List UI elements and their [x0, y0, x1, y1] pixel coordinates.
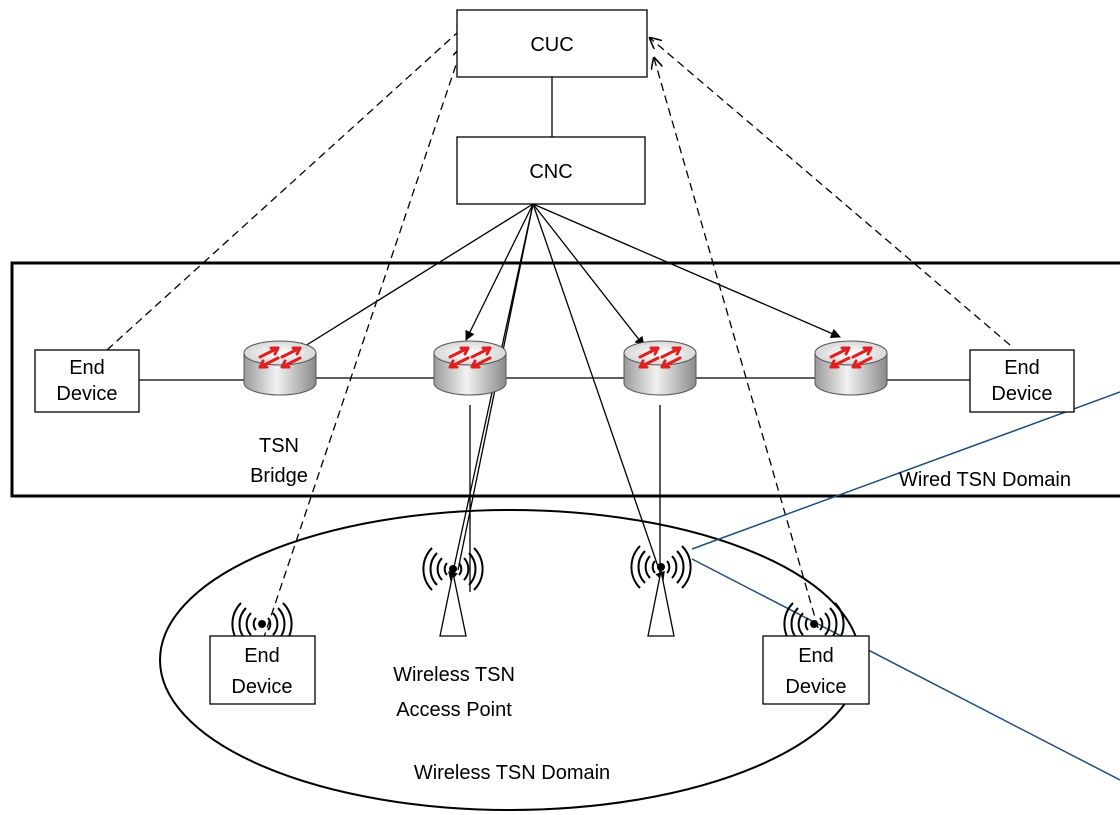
end-device-wl-right-line1: End: [798, 645, 834, 667]
end-device-left-line2: Device: [56, 383, 117, 405]
cuc-user-arrows: [106, 23, 1011, 641]
end-device-left-line1: End: [69, 357, 105, 379]
tsn-bridge-1-icon[interactable]: [242, 339, 318, 397]
end-device-wireless-left[interactable]: End Device: [209, 602, 316, 705]
end-device-wireless-right[interactable]: End Device: [762, 602, 870, 705]
cuc-node[interactable]: CUC: [456, 9, 648, 78]
wired-links: [139, 377, 970, 592]
antenna-mast-icon: [647, 570, 675, 637]
antenna-mast-icon: [439, 572, 467, 637]
cnc-node[interactable]: CNC: [456, 136, 646, 205]
wired-tsn-domain-label: Wired TSN Domain: [899, 469, 1071, 491]
tsn-bridge-2-icon[interactable]: [432, 339, 508, 397]
tsn-bridge-3-icon[interactable]: [622, 339, 698, 397]
wireless-ap-label-line2: Access Point: [396, 699, 512, 721]
tsn-bridge-4-icon[interactable]: [813, 339, 889, 397]
end-device-wl-left-line1: End: [244, 645, 280, 667]
end-device-left[interactable]: End Device: [34, 349, 140, 413]
wireless-ap-1[interactable]: [422, 547, 484, 637]
end-device-wl-right-line2: Device: [785, 676, 846, 698]
cuc-label: CUC: [530, 34, 573, 56]
end-device-right[interactable]: End Device: [969, 349, 1075, 413]
wireless-ap-label-line1: Wireless TSN: [393, 664, 515, 686]
cnc-label: CNC: [529, 161, 572, 183]
wireless-ap-2[interactable]: [630, 545, 692, 637]
end-device-right-line2: Device: [991, 383, 1052, 405]
tsn-bridge-label-line2: Bridge: [250, 465, 308, 487]
wired-tsn-domain-box: [10, 261, 1120, 498]
wireless-tsn-domain-label: Wireless TSN Domain: [414, 762, 610, 784]
end-device-right-line1: End: [1004, 357, 1040, 379]
end-device-wl-left-line2: Device: [231, 676, 292, 698]
callout-lines: [691, 391, 1120, 781]
tsn-bridge-label-line1: TSN: [259, 435, 299, 457]
